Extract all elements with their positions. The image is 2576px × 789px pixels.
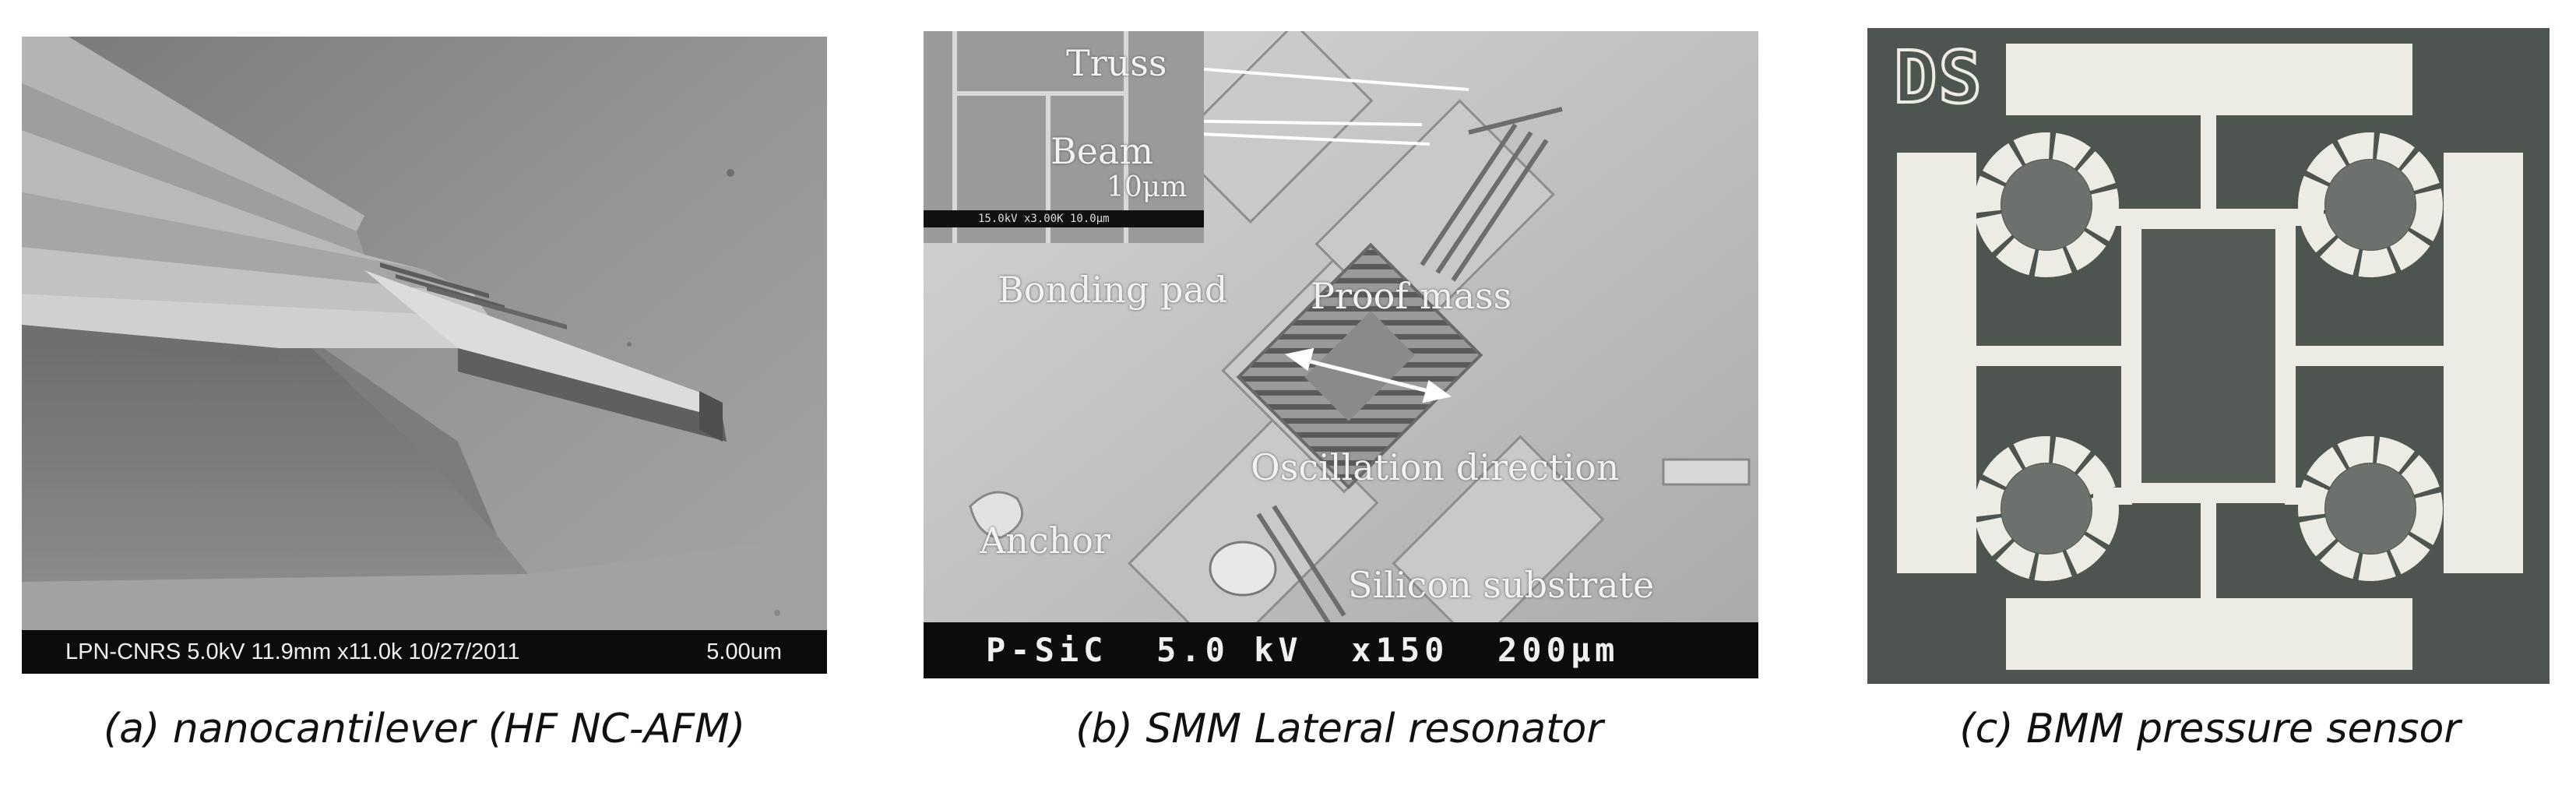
caption-c: (c) BMM pressure sensor [1959,706,2461,752]
panel-a-info-bar: LPN-CNRS 5.0kV 11.9mm x11.0k 10/27/2011 … [22,630,827,674]
inset-info-bar: 15.0kV x3.00K 10.0μm [978,213,1110,225]
nanocantilever-sem-graphic [22,37,827,674]
panel-a-scale: 5.00um [706,639,782,664]
panel-b-image: 15.0kV x3.00K 10.0μm Truss Beam 10μm Bon… [924,31,1758,678]
label-bonding-pad: Bonding pad [998,269,1228,311]
caption-a: (a) nanocantilever (HF NC-AFM) [103,706,746,752]
panel-b-info-bar: P-SiC 5.0 kV x150 200μm [924,622,1758,678]
panel-a-image: LPN-CNRS 5.0kV 11.9mm x11.0k 10/27/2011 … [22,37,827,674]
label-anchor: Anchor [980,520,1110,562]
panel-a-info-left: LPN-CNRS 5.0kV 11.9mm x11.0k 10/27/2011 [65,639,520,664]
label-oscillation-direction: Oscillation direction [1251,446,1620,488]
pressure-sensor-graphic [1867,28,2550,684]
label-beam: Beam [1050,130,1154,172]
label-silicon-substrate: Silicon substrate [1348,564,1655,606]
caption-b: (b) SMM Lateral resonator [1075,706,1603,752]
label-truss: Truss [1066,42,1167,84]
device-mark-ds: DS [1892,34,1983,121]
panel-c-image: DS [1867,28,2550,684]
label-scale-inset: 10μm [1107,171,1188,203]
lateral-resonator-sem-graphic [924,31,1758,678]
label-proof-mass: Proof mass [1311,275,1512,317]
